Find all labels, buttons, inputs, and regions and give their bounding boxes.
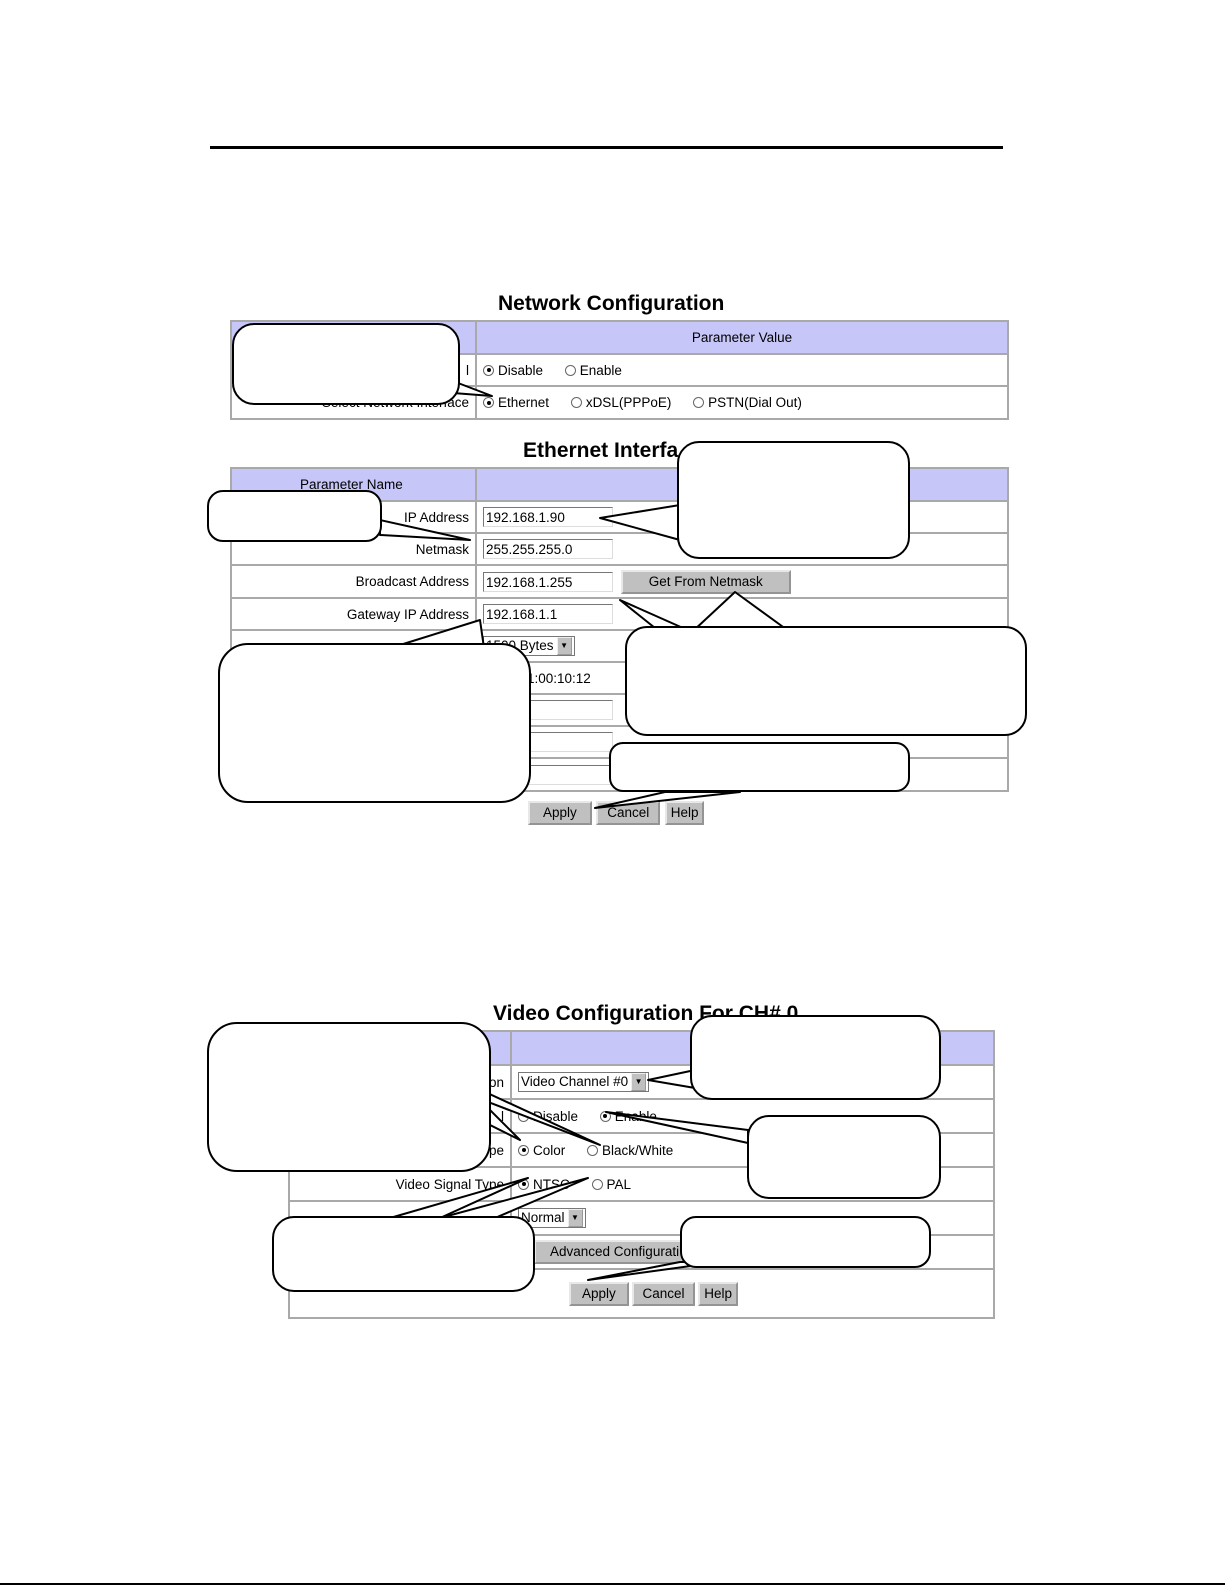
callout-pointer: [599, 504, 681, 541]
black-white-option[interactable]: Black/White: [587, 1143, 673, 1158]
video-cancel-button[interactable]: Cancel: [632, 1281, 695, 1306]
ethernet-button-row: Apply Cancel Help: [528, 801, 705, 825]
channel-value: Video Channel #0: [521, 1073, 629, 1089]
top-rule: [210, 146, 1003, 149]
callout-box-enable: [747, 1115, 941, 1199]
quality-value: Normal: [521, 1209, 565, 1225]
broadcast-label: Broadcast Address: [230, 564, 477, 599]
video-help-button[interactable]: Help: [698, 1281, 739, 1306]
radio-selected-icon: [599, 1110, 611, 1122]
radio-selected-icon: [518, 1144, 529, 1156]
radio-icon: [693, 397, 705, 408]
gateway-label: Gateway IP Address: [230, 597, 477, 631]
gateway-input[interactable]: 192.168.1.1: [483, 604, 613, 624]
callout-pointer: [594, 791, 741, 809]
radio-icon: [591, 1178, 603, 1190]
broadcast-input[interactable]: 192.168.1.255: [483, 571, 613, 592]
interface-options: Ethernet xDSL(PPPoE) PSTN(Dial Out): [475, 385, 1009, 420]
apply-button[interactable]: Apply: [528, 801, 592, 825]
disable-label: Disable: [498, 362, 544, 378]
callout-pointer: [379, 519, 471, 541]
chevron-down-icon: ▼: [567, 1209, 583, 1228]
channel-select[interactable]: Video Channel #0▼: [518, 1071, 650, 1093]
ethernet-label: Ethernet: [498, 395, 550, 410]
callout-box-video-type: [207, 1022, 491, 1172]
video-apply-button[interactable]: Apply: [568, 1281, 629, 1306]
callout-box-control: [232, 323, 460, 405]
ip-address-input[interactable]: 192.168.1.90: [483, 507, 613, 527]
radio-selected-icon: [483, 364, 494, 376]
callout-box-video-apply: [680, 1216, 931, 1268]
callout-box-apply: [609, 742, 910, 792]
netmask-input[interactable]: 255.255.255.0: [483, 539, 613, 559]
radio-icon: [564, 364, 576, 376]
bottom-rule: [0, 1583, 1225, 1585]
pstn-label: PSTN(Dial Out): [708, 395, 802, 410]
callout-box-broadcast: [625, 626, 1027, 736]
chevron-down-icon: ▼: [631, 1073, 647, 1092]
get-from-netmask-button[interactable]: Get From Netmask: [620, 569, 791, 594]
pal-option[interactable]: PAL: [591, 1176, 632, 1192]
quality-select[interactable]: Normal▼: [518, 1207, 586, 1229]
color-option[interactable]: Color: [518, 1143, 565, 1158]
enable-label: Enable: [579, 362, 622, 378]
enable-option[interactable]: Enable: [564, 362, 622, 378]
ethernet-option[interactable]: Ethernet: [483, 395, 549, 410]
pal-label: PAL: [606, 1176, 632, 1192]
callout-box-ip-value: [677, 441, 910, 559]
color-label: Color: [533, 1142, 566, 1158]
callout-box-channel: [690, 1015, 941, 1100]
callout-pointer: [647, 1069, 696, 1089]
radio-icon: [570, 397, 582, 408]
advanced-config-button[interactable]: Advanced Configurati: [534, 1240, 696, 1264]
callout-pointer: [605, 1111, 749, 1144]
black-white-label: Black/White: [602, 1142, 674, 1158]
xdsl-label: xDSL(PPPoE): [585, 395, 672, 410]
chevron-down-icon: ▼: [556, 637, 572, 656]
network-config-title: Network Configuration: [498, 292, 725, 315]
callout-box-gateway: [218, 643, 531, 803]
help-button[interactable]: Help: [664, 801, 705, 825]
disable-option[interactable]: Disable: [483, 363, 543, 378]
radio-icon: [587, 1144, 599, 1156]
radio-selected-icon: [483, 397, 494, 408]
ethernet-title: Ethernet Interfa: [523, 439, 679, 462]
callout-box-signal: [272, 1216, 535, 1292]
control-options: Disable Enable: [475, 353, 1009, 387]
pstn-option[interactable]: PSTN(Dial Out): [693, 395, 802, 410]
header-value-cell: Parameter Value: [475, 320, 1009, 355]
callout-box-ip: [207, 490, 382, 542]
xdsl-option[interactable]: xDSL(PPPoE): [570, 395, 672, 410]
